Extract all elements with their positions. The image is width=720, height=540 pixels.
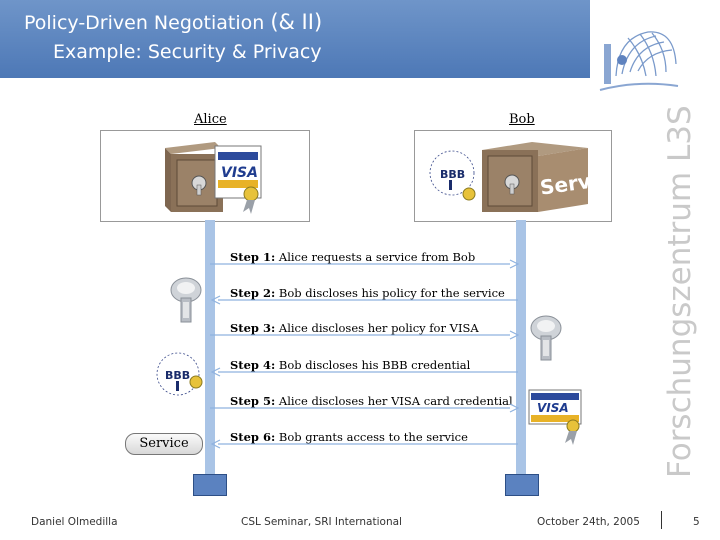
institute-vertical-text: Forschungszentrum L3S [662,105,698,478]
step-3-text: Step 3: Alice discloses her policy for V… [230,321,479,335]
slide-title: Policy-Driven Negotiation (& II) [24,10,322,34]
bob-bbb-text: BBB [440,168,465,181]
visa-credential-text: VISA [537,401,569,415]
step-6-arrow [210,439,518,449]
step-2-arrow [210,295,518,305]
step-3-number: Step 3: [230,321,276,335]
footer-divider [661,511,662,529]
alice-policy-lock-icon [170,277,202,323]
step-2-number: Step 2: [230,286,276,300]
step-5-text: Step 5: Alice discloses her VISA card cr… [230,394,513,408]
slide-title-suffix: (& II) [270,10,323,34]
step-4-number: Step 4: [230,358,276,372]
footer-page-number: 5 [693,516,700,528]
bob-lifeline [516,220,526,476]
step-1-number: Step 1: [230,250,276,264]
visa-credential-icon: VISA [528,389,582,445]
step-6-number: Step 6: [230,430,276,444]
step-1-label: Alice requests a service from Bob [278,250,476,264]
alice-visa-text: VISA [221,165,258,181]
alice-safe-image: VISA [165,142,262,214]
step-1-text: Step 1: Alice requests a service from Bo… [230,250,475,264]
bob-safe-image: Service [482,142,590,212]
service-result-box: Service [125,433,203,455]
step-3-label: Alice discloses her policy for VISA [278,321,479,335]
actor-label-alice: Alice [194,112,227,127]
alice-lifeline [205,220,215,476]
step-2-label: Bob discloses his policy for the service [278,286,505,300]
bob-lifeline-end [505,474,539,496]
slide-title-main: Policy-Driven Negotiation [24,12,265,34]
step-6-label: Bob grants access to the service [278,430,468,444]
footer-author: Daniel Olmedilla [31,516,118,528]
step-4-text: Step 4: Bob discloses his BBB credential [230,358,470,372]
step-6-text: Step 6: Bob grants access to the service [230,430,468,444]
step-2-text: Step 2: Bob discloses his policy for the… [230,286,505,300]
bob-policy-lock-icon [530,315,562,361]
step-5-number: Step 5: [230,394,276,408]
footer-date: October 24th, 2005 [537,516,640,528]
step-4-label: Bob discloses his BBB credential [278,358,471,372]
step-4-arrow [210,367,518,377]
alice-lifeline-end [193,474,227,496]
title-bar [0,0,590,78]
bob-bbb-seal-image: BBB [429,150,476,201]
step-5-arrow [210,403,520,413]
l3s-globe-logo [599,31,679,91]
bbb-credential-icon: BBB [156,352,203,396]
bbb-credential-text: BBB [165,369,190,382]
actor-label-bob: Bob [509,112,535,127]
step-5-label: Alice discloses her VISA card credential [278,394,513,408]
footer-event: CSL Seminar, SRI International [241,516,402,528]
slide-subtitle: Example: Security & Privacy [53,41,322,63]
step-1-arrow [210,259,520,269]
step-3-arrow [210,330,520,340]
